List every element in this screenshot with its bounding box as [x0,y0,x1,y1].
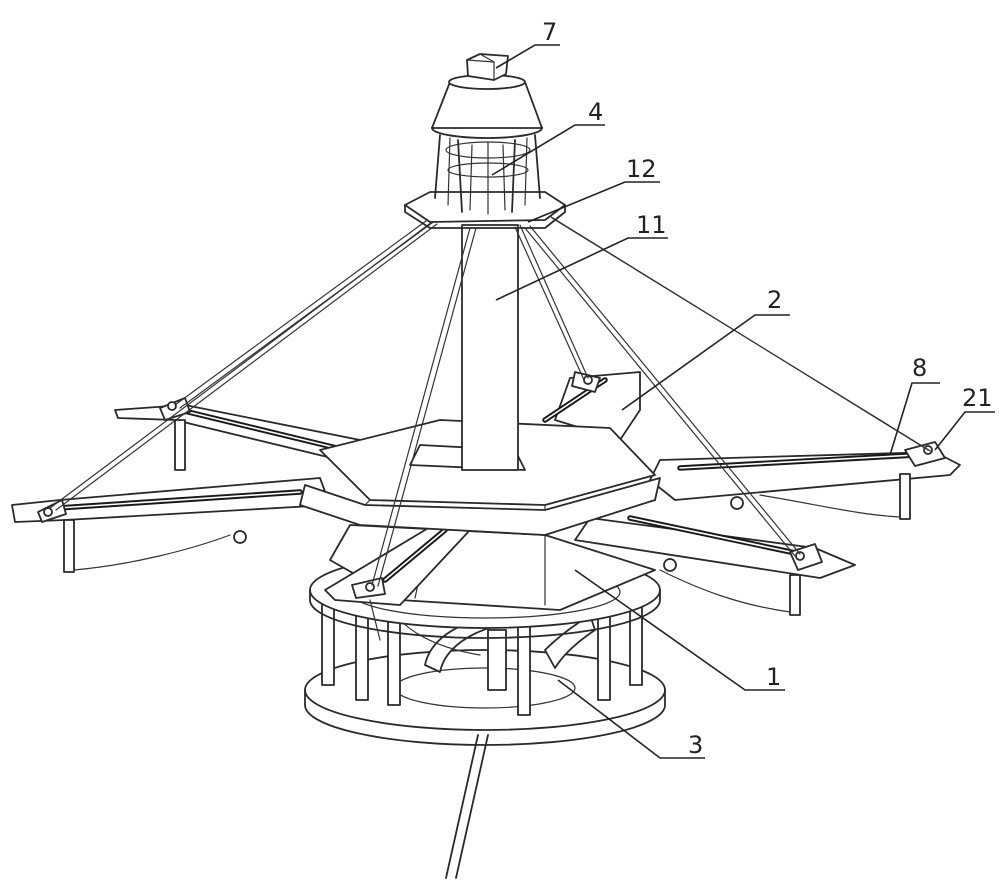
anchor-cable [445,734,489,879]
callout-1: 1 [766,663,781,691]
callout-12: 12 [626,155,657,183]
callout-7: 7 [542,18,557,46]
callout-21: 21 [962,384,993,412]
callout-labels: 7 4 12 11 2 8 21 1 3 [542,18,993,759]
top-cone [431,53,543,139]
hinges [37,371,946,599]
leader-lines [491,44,995,759]
callout-11: 11 [636,211,667,239]
callout-2: 2 [767,286,782,314]
callout-3: 3 [688,731,703,759]
callout-8: 8 [912,354,927,382]
cables [49,214,933,587]
callout-4: 4 [588,98,603,126]
top-plate [404,191,566,229]
central-column [461,224,519,471]
cage-frame [434,134,541,215]
